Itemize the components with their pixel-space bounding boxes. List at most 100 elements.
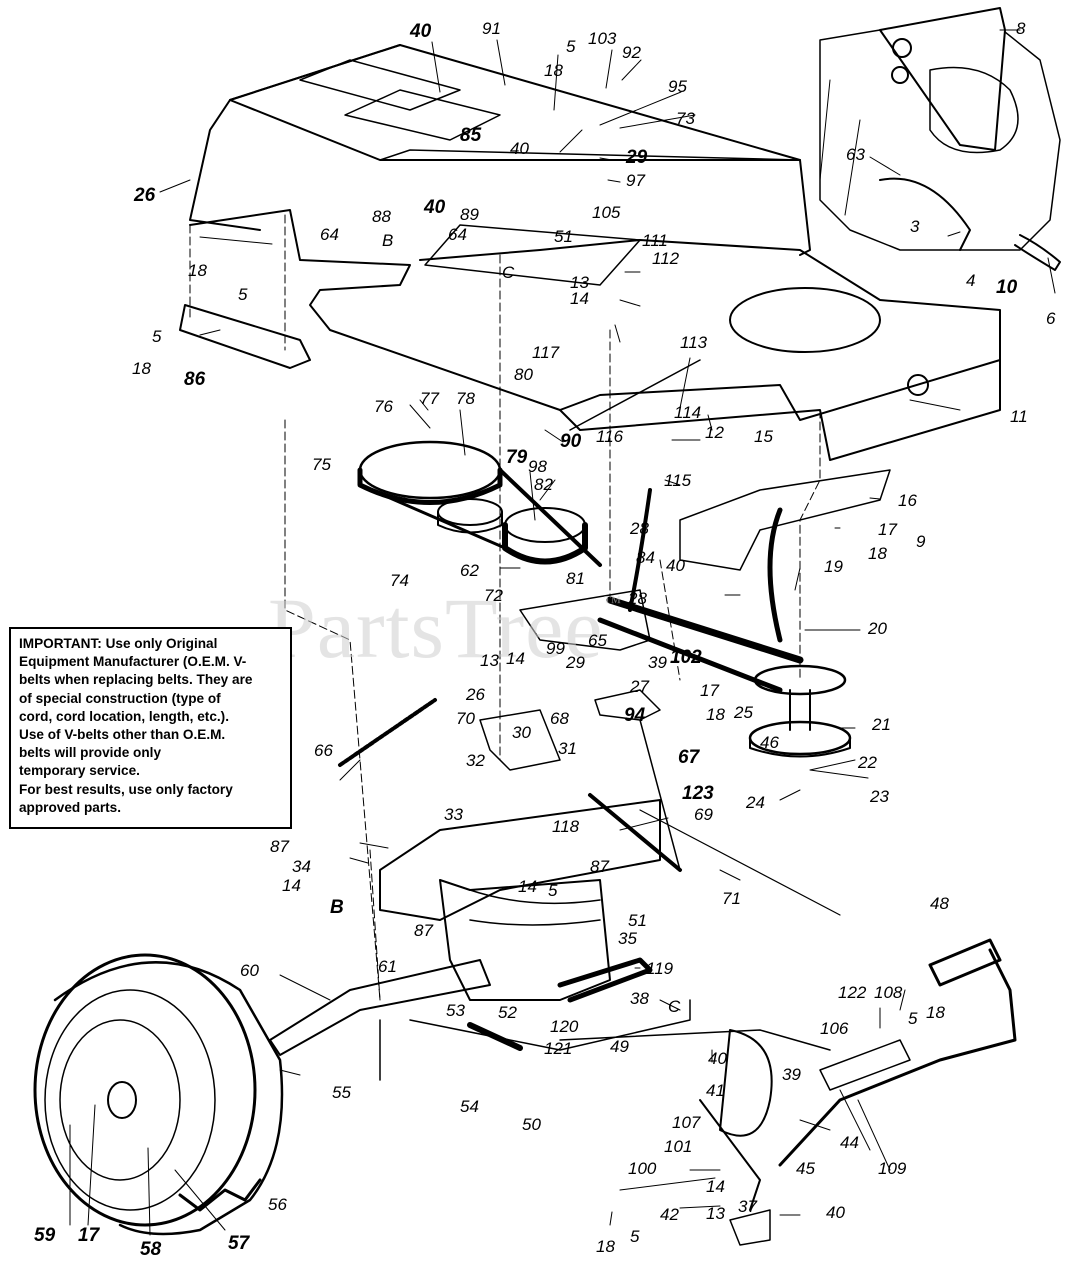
- part-callout: 40: [410, 21, 432, 42]
- part-callout: 39: [782, 1065, 801, 1084]
- part-callout: 4: [966, 271, 976, 290]
- part-callout: 60: [240, 961, 259, 980]
- part-callout: 5: [630, 1227, 640, 1246]
- part-callout: 73: [676, 109, 695, 128]
- part-callout: 10: [996, 277, 1018, 298]
- part-callout: 102: [670, 647, 702, 668]
- part-callout: 14: [570, 289, 589, 308]
- part-callout: 115: [664, 471, 692, 490]
- part-callout: 40: [424, 197, 446, 218]
- part-callout: C: [502, 263, 515, 282]
- engine-drawing: [819, 7, 1061, 271]
- part-callout: 18: [132, 359, 151, 378]
- notice-line: of special construction (type of: [19, 690, 221, 706]
- part-callout: 77: [420, 389, 439, 408]
- notice-line: approved parts.: [19, 799, 121, 815]
- part-callout: 26: [134, 185, 156, 206]
- part-callout: 84: [636, 548, 655, 567]
- part-callout: 13: [480, 651, 499, 670]
- part-callout: 103: [588, 29, 617, 48]
- part-callout: 28: [630, 519, 649, 538]
- part-callout: 17: [700, 681, 719, 700]
- notice-line: Equipment Manufacturer (O.E.M. V-: [19, 654, 247, 670]
- part-callout: 81: [566, 569, 585, 588]
- part-callout: 13: [570, 273, 589, 292]
- part-callout: B: [330, 897, 344, 918]
- part-callout: 119: [646, 959, 674, 978]
- part-callout: 72: [484, 586, 503, 605]
- part-callout: 14: [518, 877, 537, 896]
- part-callout: 22: [858, 753, 877, 772]
- part-callout: 14: [706, 1177, 725, 1196]
- part-callout: 31: [558, 739, 577, 758]
- part-callout: 30: [512, 723, 531, 742]
- notice-line: Use of V-belts other than O.E.M.: [19, 727, 226, 743]
- part-callout: 34: [292, 857, 311, 876]
- part-callout: 44: [840, 1133, 859, 1152]
- part-callout: 116: [596, 427, 624, 446]
- part-callout: 5: [238, 285, 248, 304]
- part-callout: 113: [680, 333, 708, 352]
- part-callout: 18: [188, 261, 207, 280]
- part-callout: 16: [898, 491, 917, 510]
- part-callout: 123: [682, 783, 714, 804]
- part-callout: 89: [460, 205, 479, 224]
- part-callout: 18: [868, 544, 887, 563]
- part-callout: 52: [498, 1003, 517, 1022]
- part-callout: 99: [546, 639, 565, 658]
- part-callout: 28: [628, 589, 647, 608]
- part-callout: 5: [566, 37, 576, 56]
- part-callout: 33: [444, 805, 463, 824]
- part-callout: 112: [652, 249, 680, 268]
- part-callout: 37: [738, 1197, 757, 1216]
- part-callout: 6: [1046, 309, 1056, 328]
- part-callout: 87: [414, 921, 433, 940]
- notice-line: temporary service.: [19, 763, 140, 779]
- part-callout: 19: [824, 557, 843, 576]
- hood-drawing: [189, 44, 811, 256]
- part-callout: 78: [456, 389, 475, 408]
- part-callout: 40: [826, 1203, 845, 1222]
- part-callout: 71: [722, 889, 741, 908]
- part-callout: 76: [374, 397, 393, 416]
- part-callout: 86: [184, 369, 206, 390]
- part-callout: 65: [588, 631, 607, 650]
- leader-lines: [69, 29, 1056, 1236]
- part-callout: 45: [796, 1159, 815, 1178]
- part-callout: 70: [456, 709, 475, 728]
- part-callout: 95: [668, 77, 687, 96]
- part-callout: 121: [544, 1039, 573, 1058]
- part-callout: 13: [706, 1204, 725, 1223]
- part-callout: 41: [706, 1081, 725, 1100]
- part-callout: 8: [1016, 19, 1026, 38]
- part-callout: 18: [926, 1003, 945, 1022]
- part-callout: 40: [708, 1049, 727, 1068]
- part-callout: 108: [874, 983, 903, 1002]
- part-callout: 62: [460, 561, 479, 580]
- part-callout: 18: [596, 1237, 615, 1256]
- part-callout: 3: [910, 217, 920, 236]
- part-callout: 59: [34, 1225, 56, 1246]
- part-callout: 114: [674, 403, 702, 422]
- part-callout: 118: [552, 817, 580, 836]
- part-callout: 107: [672, 1113, 701, 1132]
- part-callout: 66: [314, 741, 333, 760]
- part-callout: 88: [372, 207, 391, 226]
- part-callout: 92: [622, 43, 641, 62]
- part-callout: 63: [846, 145, 865, 164]
- part-callout: 117: [532, 343, 560, 362]
- part-callout: 48: [930, 894, 949, 913]
- part-callout: 35: [618, 929, 637, 948]
- part-callout: 42: [660, 1205, 679, 1224]
- part-callout: 9: [916, 532, 926, 551]
- part-callout: 40: [666, 556, 685, 575]
- part-callout: 101: [664, 1137, 693, 1156]
- part-callout: 58: [140, 1239, 162, 1260]
- part-callout: 67: [678, 747, 700, 768]
- part-callout: 75: [312, 455, 331, 474]
- notice-line: cord, cord location, length, etc.).: [19, 708, 229, 724]
- part-callout: 106: [820, 1019, 849, 1038]
- part-callout: 85: [460, 125, 482, 146]
